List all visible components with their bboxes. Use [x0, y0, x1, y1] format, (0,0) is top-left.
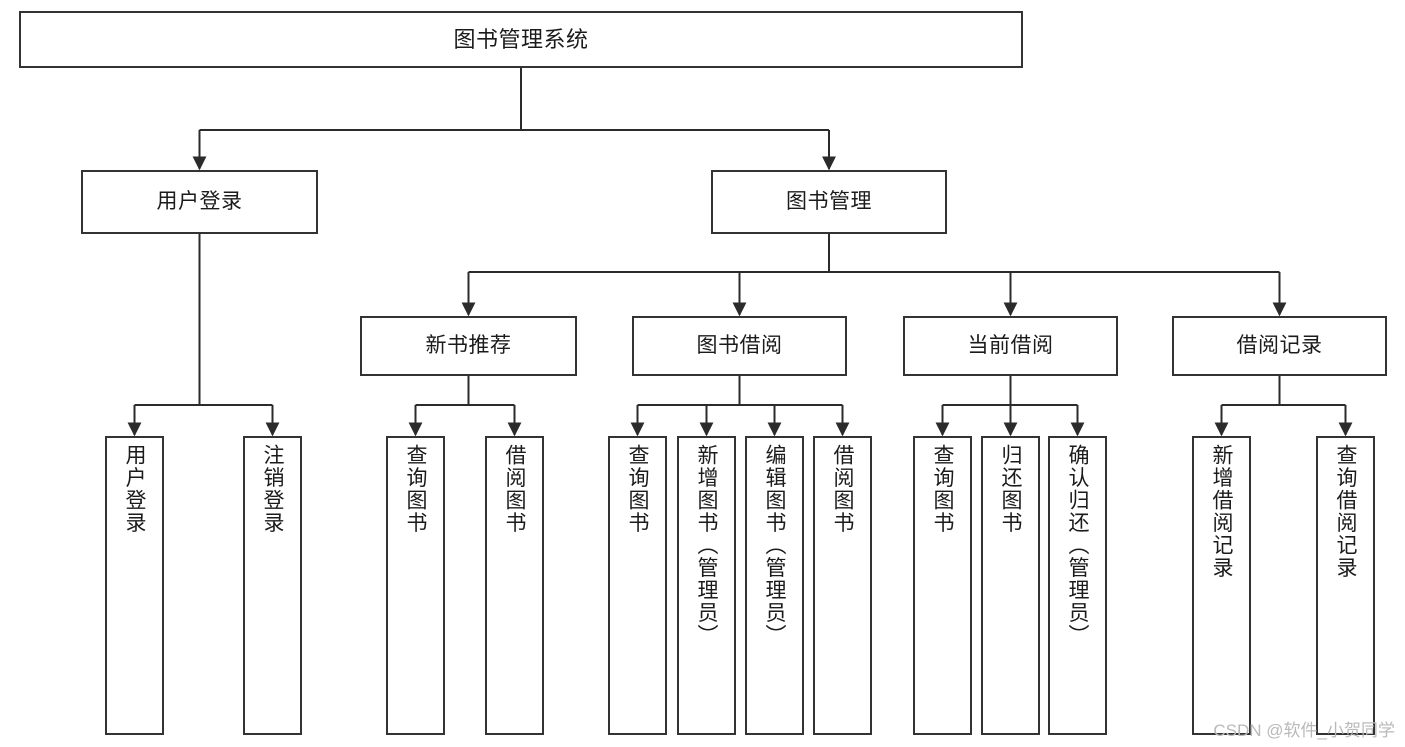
node-label: 当前借阅	[967, 333, 1054, 357]
node-label: 新增借阅记录	[1210, 444, 1233, 579]
node-box-leaf-3[interactable]: 查询图书	[386, 436, 445, 735]
node-box-borrow[interactable]: 图书借阅	[632, 316, 847, 376]
node-box-leaf-6[interactable]: 新增图书（管理员）	[677, 436, 736, 735]
node-box-leaf-2[interactable]: 注销登录	[243, 436, 302, 735]
node-label: 新书推荐	[425, 333, 512, 357]
node-box-leaf-13[interactable]: 查询借阅记录	[1316, 436, 1375, 735]
node-box-login[interactable]: 用户登录	[81, 170, 318, 234]
node-box-leaf-4[interactable]: 借阅图书	[485, 436, 544, 735]
node-box-leaf-11[interactable]: 确认归还（管理员）	[1048, 436, 1107, 735]
node-label: 确认归还（管理员）	[1066, 444, 1089, 647]
node-box-current[interactable]: 当前借阅	[903, 316, 1118, 376]
node-box-newbooks[interactable]: 新书推荐	[360, 316, 577, 376]
node-label: 编辑图书（管理员）	[763, 444, 786, 647]
node-label: 归还图书	[999, 444, 1022, 534]
node-box-leaf-1[interactable]: 用户登录	[105, 436, 164, 735]
node-label: 借阅图书	[503, 444, 526, 534]
node-label: 图书管理	[786, 189, 872, 213]
node-label: 借阅图书	[831, 444, 854, 534]
node-label: 图书借阅	[696, 333, 783, 357]
node-label: 查询图书	[931, 444, 954, 534]
node-box-leaf-9[interactable]: 查询图书	[913, 436, 972, 735]
node-label: 查询图书	[626, 444, 649, 534]
node-label: 借阅记录	[1236, 333, 1323, 357]
root-node-box[interactable]: 图书管理系统	[19, 11, 1023, 68]
node-label: 用户登录	[123, 444, 146, 534]
node-box-leaf-12[interactable]: 新增借阅记录	[1192, 436, 1251, 735]
node-label: 用户登录	[156, 189, 243, 213]
watermark-credit: CSDN @软件_小贺同学	[1213, 721, 1395, 740]
connector-lines	[127, 68, 1353, 437]
node-box-leaf-8[interactable]: 借阅图书	[813, 436, 872, 735]
node-box-bookmgmt[interactable]: 图书管理	[711, 170, 947, 234]
node-box-leaf-7[interactable]: 编辑图书（管理员）	[745, 436, 804, 735]
node-label: 图书管理系统	[453, 26, 589, 52]
node-label: 查询图书	[404, 444, 427, 534]
node-label: 查询借阅记录	[1334, 444, 1357, 579]
node-label: 注销登录	[261, 444, 284, 534]
node-box-records[interactable]: 借阅记录	[1172, 316, 1387, 376]
node-box-leaf-5[interactable]: 查询图书	[608, 436, 667, 735]
node-box-leaf-10[interactable]: 归还图书	[981, 436, 1040, 735]
node-label: 新增图书（管理员）	[695, 444, 718, 647]
